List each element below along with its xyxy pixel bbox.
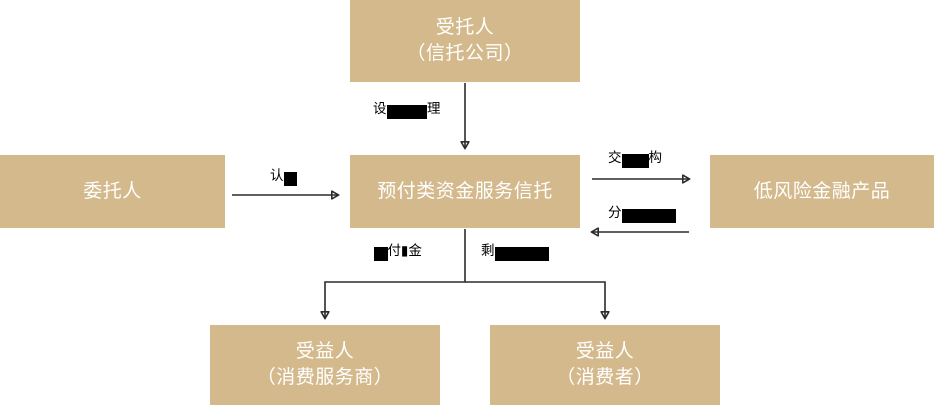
edge-label-subscribe: 认▮ bbox=[270, 168, 297, 186]
redaction-bar: ▮▮▮▮ bbox=[621, 209, 676, 223]
node-trustee[interactable]: 受托人 （信托公司） bbox=[350, 0, 580, 82]
edge-label-structure-tail: 构 bbox=[648, 150, 663, 166]
node-settlor-label: 委托人 bbox=[83, 179, 142, 202]
edge-label-pay: ▮付▮金 bbox=[374, 243, 422, 261]
redaction-bar: ▮▮ bbox=[621, 154, 649, 168]
redaction-bar: ▮▮▮▮ bbox=[494, 247, 549, 261]
edge-residual bbox=[465, 281, 605, 318]
redaction-bar: ▮▮▮ bbox=[386, 105, 427, 119]
edge-label-distribute: 分▮▮▮▮ bbox=[608, 205, 676, 223]
edge-label-distribute-visible: 分 bbox=[608, 205, 622, 221]
node-beneficiary-merchant-label: 受益人 （消费服务商） bbox=[256, 340, 394, 388]
node-beneficiary-merchant[interactable]: 受益人 （消费服务商） bbox=[210, 325, 440, 405]
edge-label-establish-visible: 设 bbox=[373, 101, 387, 117]
node-beneficiary-consumer-label: 受益人 （消费者） bbox=[556, 340, 654, 388]
edge-label-establish: 设▮▮▮理 bbox=[373, 101, 441, 119]
edge-label-subscribe-visible: 认 bbox=[270, 168, 284, 184]
node-trustee-label: 受托人 （信托公司） bbox=[406, 16, 524, 64]
node-beneficiary-consumer[interactable]: 受益人 （消费者） bbox=[490, 325, 720, 405]
edge-label-residual: 剩▮▮▮▮ bbox=[481, 243, 549, 261]
node-financial-product[interactable]: 低风险金融产品 bbox=[710, 155, 934, 228]
node-trust[interactable]: 预付类资金服务信托 bbox=[350, 155, 580, 228]
redaction-bar: ▮ bbox=[374, 247, 388, 261]
edge-label-establish-tail: 理 bbox=[427, 101, 441, 117]
node-trust-label: 预付类资金服务信托 bbox=[377, 179, 553, 202]
edge-label-pay-tail: 付▮金 bbox=[387, 243, 422, 259]
node-financial-product-label: 低风险金融产品 bbox=[753, 179, 891, 202]
edge-label-residual-visible: 剩 bbox=[481, 243, 495, 259]
node-settlor[interactable]: 委托人 bbox=[0, 155, 225, 228]
edge-label-structure: 交▮▮构 bbox=[608, 150, 663, 168]
redaction-bar: ▮ bbox=[283, 172, 297, 186]
edge-label-structure-visible: 交 bbox=[608, 150, 622, 166]
